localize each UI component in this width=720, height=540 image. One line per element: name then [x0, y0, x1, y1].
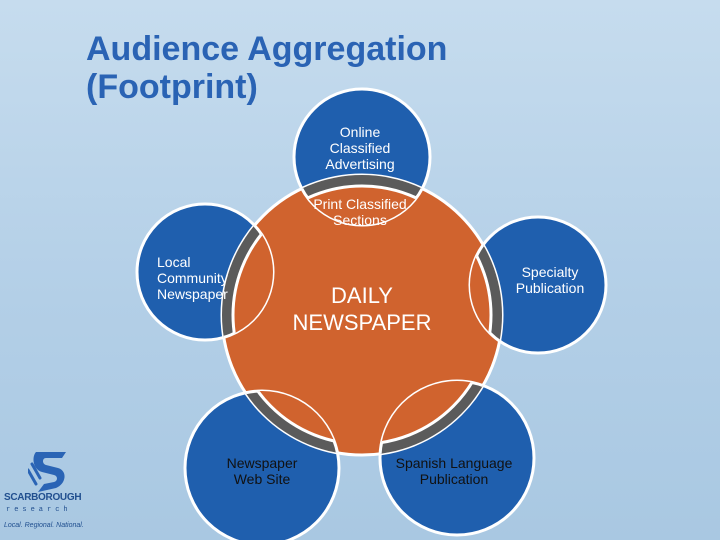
center-label-line2: NEWSPAPER: [292, 310, 432, 335]
node-print-label: Print Classified Sections: [313, 196, 407, 228]
logo-tagline: Local. Regional. National.: [4, 522, 84, 529]
logo-brand: SCARBOROUGH: [4, 492, 82, 503]
node-web-label: Newspaper Web Site: [226, 455, 298, 487]
node-spanish-label: Spanish Language Publication: [395, 455, 513, 487]
logo-sub: research: [6, 506, 72, 514]
center-label-line1: DAILY: [331, 283, 393, 308]
center-label: DAILY NEWSPAPER: [272, 282, 452, 336]
node-online-label: Online Classified Advertising: [325, 124, 395, 172]
scarborough-s-logo-icon: [28, 452, 66, 492]
node-local-label: Local Community Newspaper: [157, 254, 228, 302]
slide-title: Audience Aggregation (Footprint): [86, 30, 447, 106]
slide-title-line1: Audience Aggregation: [86, 30, 448, 68]
scarborough-logo: SCARBOROUGH research Local. Regional. Na…: [4, 448, 96, 536]
slide-title-line2: (Footprint): [86, 68, 258, 106]
node-specialty-label: Specialty Publication: [515, 264, 585, 296]
